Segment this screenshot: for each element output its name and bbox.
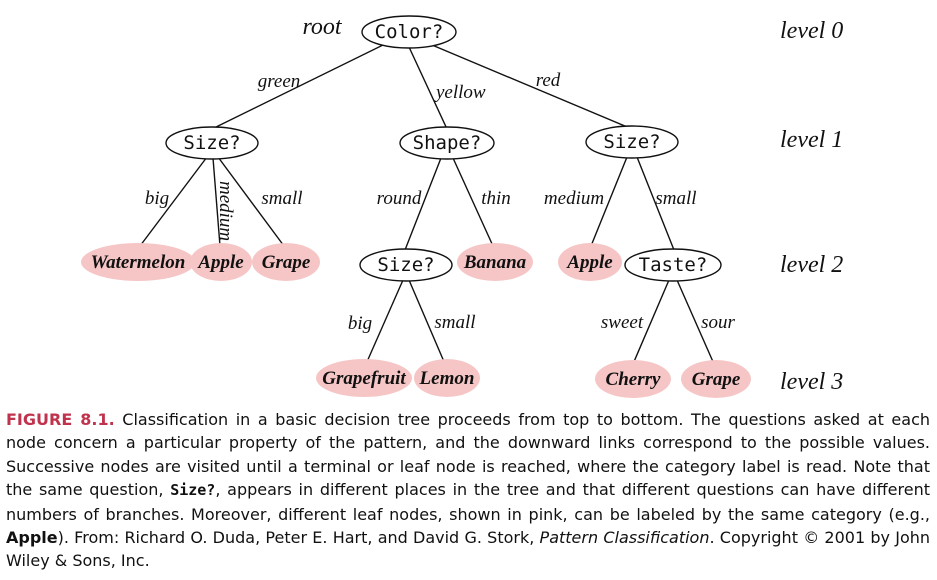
leaf-grapefruit-label: Grapefruit [322, 368, 406, 389]
edge-size-yellow-small [408, 279, 446, 365]
caption-text-2: , appears in different places in the tre… [6, 480, 931, 524]
leaf-apple-green: Apple [190, 243, 252, 281]
edge-size-big [139, 156, 208, 247]
node-shape: Shape? [399, 126, 495, 160]
edge-label-small-2: small [655, 188, 696, 209]
caption-bold-term: Apple [6, 528, 58, 548]
node-color: Color? [361, 15, 457, 49]
root-label: root [302, 14, 342, 40]
decision-tree-diagram: Color? Size? Shape? Size? Size? Taste? W… [81, 14, 843, 398]
leaf-apple-red: Apple [558, 243, 622, 281]
leaf-grape-red-label: Grape [692, 369, 741, 390]
node-size-green: Size? [165, 126, 259, 160]
node-size-yellow: Size? [359, 248, 453, 282]
edge-label-round: round [377, 188, 422, 209]
edge-taste-sweet [632, 279, 670, 365]
leaf-grape-green: Grape [252, 243, 320, 281]
leaf-apple-green-label: Apple [197, 252, 244, 273]
level-label-0: level 0 [780, 18, 843, 44]
leaf-lemon-label: Lemon [419, 368, 475, 389]
edge-label-small-3: small [434, 312, 475, 333]
level-label-3: level 3 [780, 369, 843, 395]
leaf-banana: Banana [457, 243, 533, 281]
level-label-1: level 1 [780, 127, 843, 153]
edge-label-thin: thin [481, 188, 511, 209]
leaf-lemon: Lemon [414, 359, 480, 397]
caption-text-3: ). From: Richard O. Duda, Peter E. Hart,… [57, 528, 540, 548]
edge-label-big-2: big [348, 313, 372, 334]
edge-label-medium-1: medium [215, 181, 236, 241]
node-size-red: Size? [585, 125, 679, 159]
caption-mono-term: Size? [170, 481, 216, 500]
edge-label-sweet: sweet [601, 312, 644, 333]
caption-book-title: Pattern Classification [539, 528, 710, 548]
edge-size-small [217, 156, 285, 247]
edge-shape-round [404, 157, 442, 251]
level-label-2: level 2 [780, 252, 843, 278]
edge-taste-sour [676, 279, 715, 365]
leaf-apple-red-label: Apple [566, 252, 613, 273]
leaf-watermelon-label: Watermelon [91, 252, 186, 273]
leaf-grape-green-label: Grape [262, 252, 311, 273]
figure-number: FIGURE 8.1. [6, 410, 115, 429]
leaf-banana-label: Banana [463, 252, 527, 273]
edge-label-red: red [536, 70, 561, 91]
node-taste-label: Taste? [639, 254, 708, 276]
edge-shape-thin [452, 157, 494, 247]
edge-label-green: green [258, 71, 301, 92]
leaf-watermelon: Watermelon [81, 243, 195, 281]
caption-text-1: Classification in a basic decision tree … [6, 410, 931, 500]
tree-edges [139, 44, 715, 365]
caption-text-4: . Copyright © 2001 by John Wiley & Sons,… [6, 528, 931, 571]
leaf-cherry: Cherry [595, 360, 671, 398]
node-size-red-label: Size? [603, 131, 660, 153]
leaf-grapefruit: Grapefruit [316, 359, 412, 397]
node-size-yellow-label: Size? [377, 254, 434, 276]
node-color-label: Color? [375, 21, 444, 43]
edge-label-yellow: yellow [434, 82, 486, 103]
edge-size-red-medium [590, 156, 628, 247]
node-taste: Taste? [624, 248, 722, 282]
edge-color-red [431, 44, 633, 130]
edge-label-small-1: small [261, 188, 302, 209]
node-shape-label: Shape? [413, 132, 482, 154]
edge-color-yellow [408, 46, 448, 130]
leaf-grape-red: Grape [681, 360, 751, 398]
edge-label-medium-2: medium [544, 188, 604, 209]
edge-size-yellow-big [365, 279, 404, 365]
edge-size-red-small [636, 156, 675, 251]
edge-size-medium [212, 157, 221, 247]
edge-label-sour: sour [701, 312, 735, 333]
edge-label-big-1: big [145, 188, 169, 209]
edge-color-green [211, 44, 384, 130]
leaf-cherry-label: Cherry [606, 369, 661, 390]
node-size-green-label: Size? [183, 132, 240, 154]
figure-caption: FIGURE 8.1. Classification in a basic de… [6, 408, 930, 573]
